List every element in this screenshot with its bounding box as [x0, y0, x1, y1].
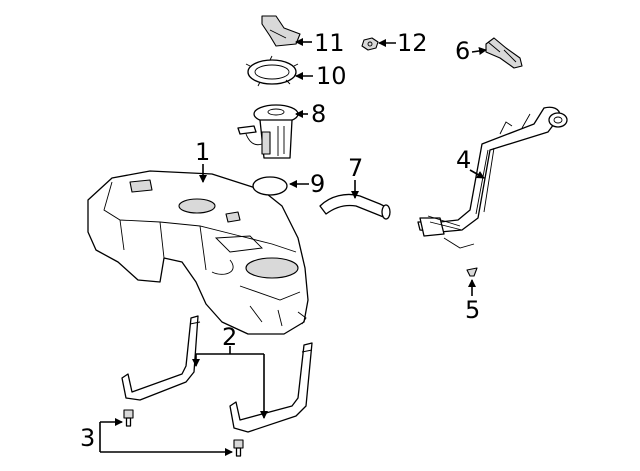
pump-seal-ring	[252, 176, 288, 196]
strap-bolt-lower	[233, 439, 244, 457]
retaining-clip	[466, 267, 478, 277]
filler-pipe	[417, 106, 568, 249]
pump-cover	[261, 15, 301, 47]
callout-5: 5	[465, 296, 480, 324]
callout-10: 10	[316, 62, 347, 90]
callout-8: 8	[311, 100, 326, 128]
nut	[361, 37, 379, 51]
strap-bolt-upper	[123, 409, 134, 427]
leader-lines	[99, 38, 487, 456]
tank-strap-left	[121, 315, 201, 401]
callout-11: 11	[314, 29, 345, 57]
callout-2: 2	[222, 323, 237, 351]
vapor-hose	[319, 193, 391, 220]
callout-3: 3	[80, 424, 95, 452]
fuel-tank	[87, 170, 309, 335]
callout-6: 6	[455, 37, 470, 65]
callout-12: 12	[397, 29, 428, 57]
fuel-pump-module	[237, 104, 299, 159]
fuel-cap-tether	[485, 37, 523, 69]
callout-7: 7	[348, 154, 363, 182]
callout-4: 4	[456, 146, 471, 174]
lock-ring	[245, 55, 299, 87]
callout-1: 1	[195, 138, 210, 166]
tank-strap-right	[229, 342, 313, 433]
callout-9: 9	[310, 170, 325, 198]
